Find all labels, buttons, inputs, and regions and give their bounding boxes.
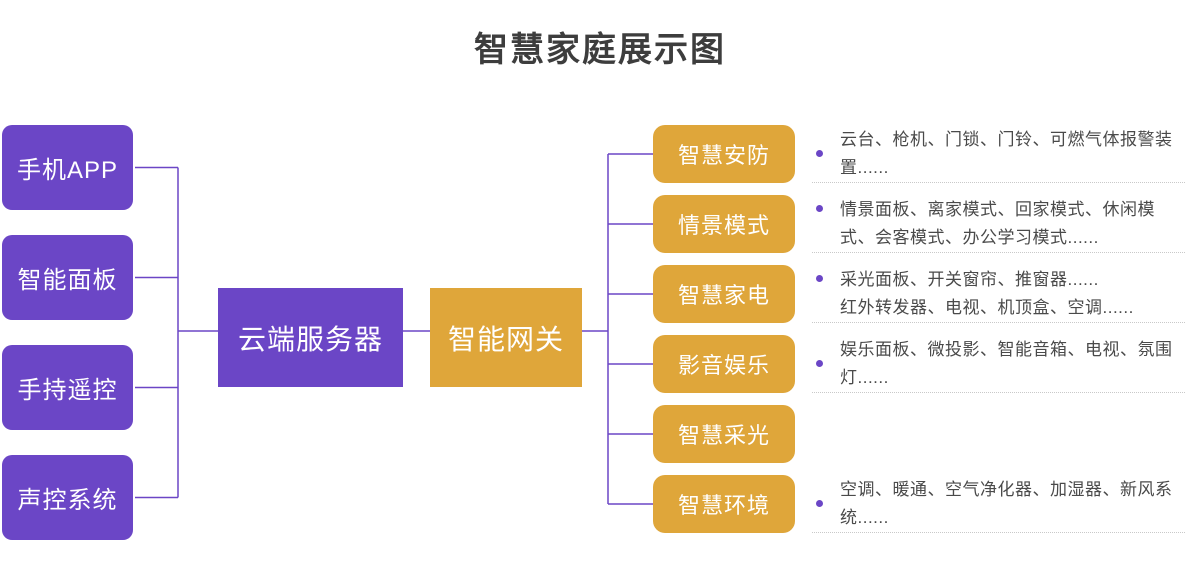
node-smart-appliance: 智慧家电 <box>653 265 795 323</box>
diagram-title: 智慧家庭展示图 <box>474 31 726 69</box>
detail-smart-appliance: 采光面板、开关窗帘、推窗器...... 红外转发器、电视、机顶盒、空调.....… <box>812 265 1185 323</box>
detail-text: 空调、暖通、空气净化器、加湿器、新风系统...... <box>840 479 1173 527</box>
node-label: 手持遥控 <box>17 377 118 404</box>
node-cloud-server: 云端服务器 <box>218 288 403 387</box>
node-label: 智能面板 <box>17 267 118 294</box>
node-label: 智慧家电 <box>677 283 770 308</box>
node-handheld-remote: 手持遥控 <box>2 345 133 430</box>
node-label: 智能网关 <box>447 323 564 355</box>
detail-text: 娱乐面板、微投影、智能音箱、电视、氛围灯...... <box>840 339 1173 387</box>
node-scene-mode: 情景模式 <box>653 195 795 253</box>
node-smart-panel: 智能面板 <box>2 235 133 320</box>
detail-scene-mode: 情景面板、离家模式、回家模式、休闲模式、会客模式、办公学习模式...... <box>812 195 1185 253</box>
detail-line: 红外转发器、电视、机顶盒、空调...... <box>840 297 1134 317</box>
bullet-icon <box>816 275 823 282</box>
node-smart-environment: 智慧环境 <box>653 475 795 533</box>
node-smart-lighting: 智慧采光 <box>653 405 795 463</box>
detail-av-entertainment: 娱乐面板、微投影、智能音箱、电视、氛围灯...... <box>812 335 1185 393</box>
node-mobile-app: 手机APP <box>2 125 133 210</box>
bullet-icon <box>816 205 823 212</box>
node-smart-security: 智慧安防 <box>653 125 795 183</box>
node-smart-gateway: 智能网关 <box>430 288 582 387</box>
detail-line: 采光面板、开关窗帘、推窗器...... <box>840 269 1099 289</box>
node-label: 声控系统 <box>17 487 118 514</box>
detail-smart-environment: 空调、暖通、空气净化器、加湿器、新风系统...... <box>812 475 1185 533</box>
node-label: 情景模式 <box>677 213 770 238</box>
node-label: 影音娱乐 <box>677 353 770 378</box>
bullet-icon <box>816 360 823 367</box>
bullet-icon <box>816 500 823 507</box>
node-label: 云端服务器 <box>237 323 383 355</box>
node-voice-control: 声控系统 <box>2 455 133 540</box>
detail-text: 情景面板、离家模式、回家模式、休闲模式、会客模式、办公学习模式...... <box>840 199 1155 247</box>
bullet-icon <box>816 150 823 157</box>
detail-smart-security: 云台、枪机、门锁、门铃、可燃气体报警装置...... <box>812 125 1185 183</box>
node-label: 智慧采光 <box>677 423 770 448</box>
node-label: 智慧环境 <box>677 493 770 518</box>
node-av-entertainment: 影音娱乐 <box>653 335 795 393</box>
detail-text: 云台、枪机、门锁、门铃、可燃气体报警装置...... <box>840 129 1173 177</box>
node-label: 手机APP <box>16 157 119 184</box>
detail-text: 采光面板、开关窗帘、推窗器...... 红外转发器、电视、机顶盒、空调.....… <box>840 266 1185 322</box>
node-label: 智慧安防 <box>677 143 770 168</box>
